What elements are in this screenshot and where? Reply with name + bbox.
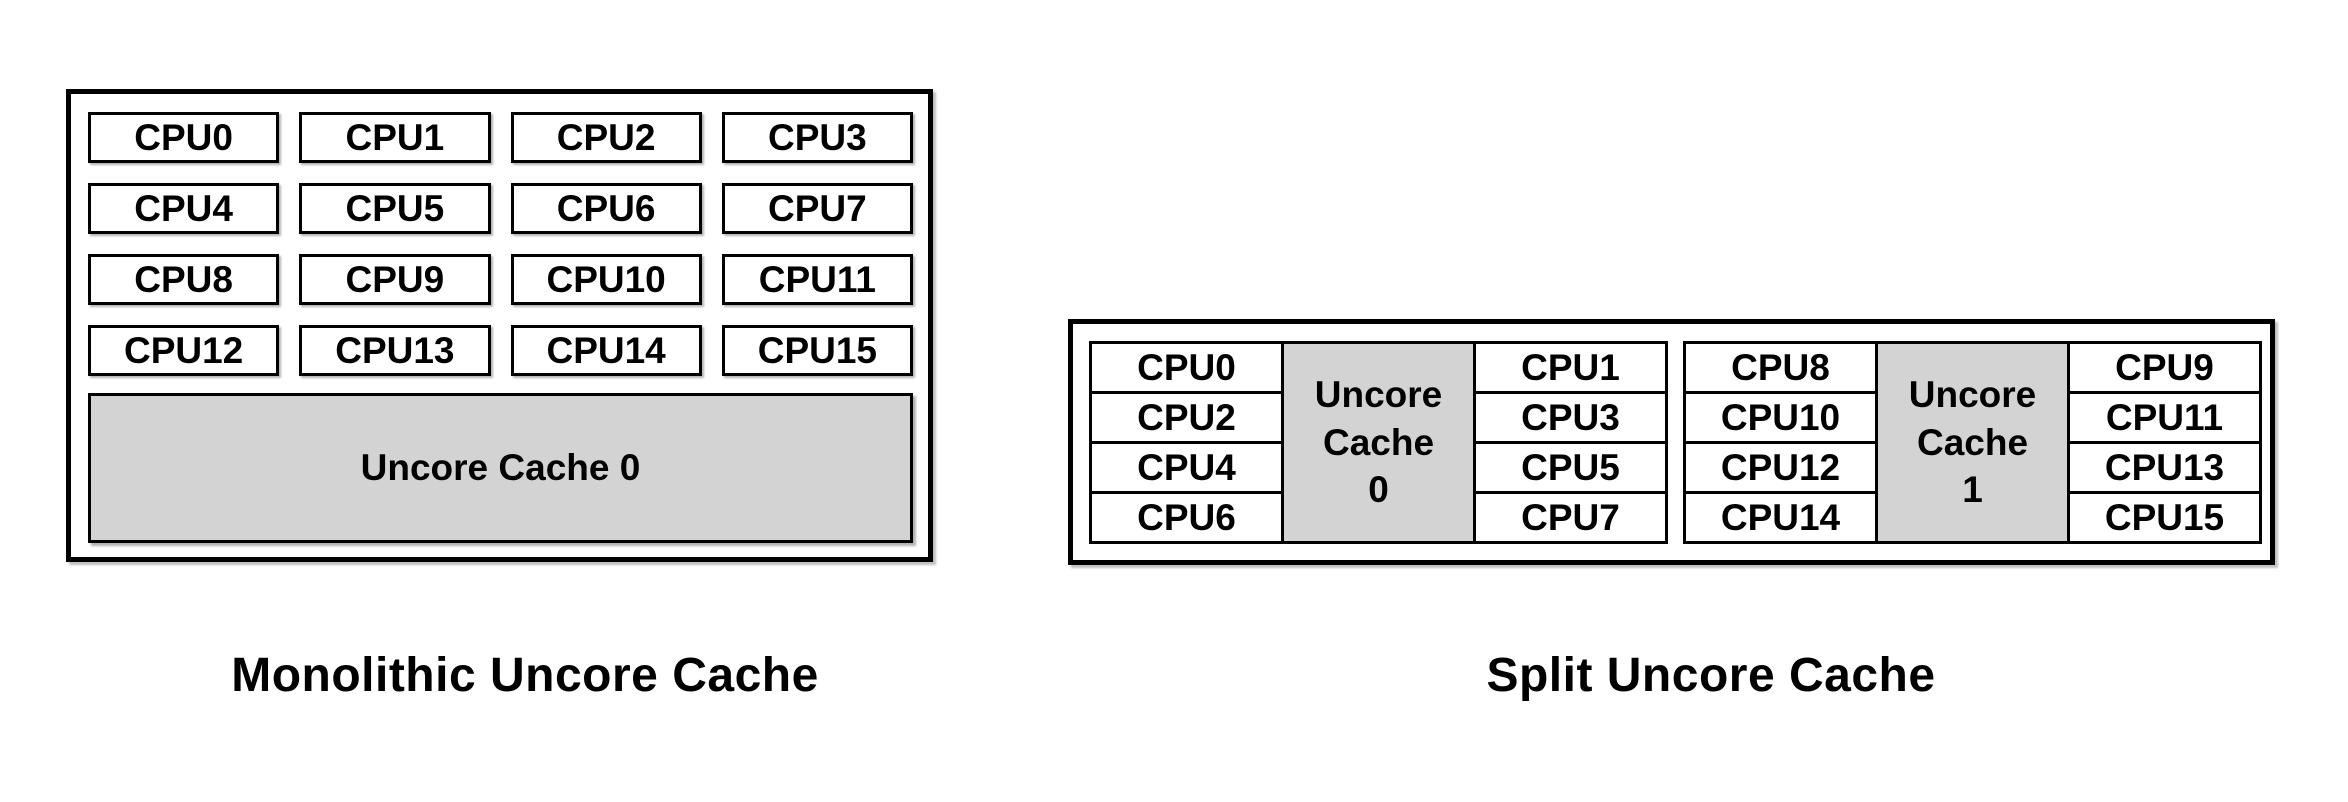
uncore-cache-label-line: 1 bbox=[1962, 469, 1983, 511]
uncore-cache-0-box-monolithic: Uncore Cache 0 bbox=[88, 393, 913, 543]
cpu-box-cpu15: CPU15 bbox=[2070, 494, 2259, 541]
cpu-box-cpu3: CPU3 bbox=[1476, 394, 1665, 441]
uncore-cache-label-line: Uncore bbox=[1908, 374, 2037, 416]
cpu-box-cpu10: CPU10 bbox=[510, 254, 702, 305]
cpu-box-cpu0: CPU0 bbox=[88, 112, 280, 163]
cpu-box-cpu15: CPU15 bbox=[721, 325, 913, 376]
split-diagram: CPU0 CPU2 CPU4 CPU6 Uncore Cache 0 CPU1 … bbox=[1068, 319, 2275, 565]
cpu-box-cpu11: CPU11 bbox=[721, 254, 913, 305]
cpu-box-cpu5: CPU5 bbox=[1476, 444, 1665, 491]
monolithic-diagram: CPU0 CPU1 CPU2 CPU3 CPU4 CPU5 CPU6 CPU7 … bbox=[66, 89, 933, 562]
cpu-box-cpu0: CPU0 bbox=[1092, 344, 1281, 391]
cpu-box-cpu8: CPU8 bbox=[1686, 344, 1875, 391]
cpu-box-cpu14: CPU14 bbox=[1686, 494, 1875, 541]
cpu-box-cpu7: CPU7 bbox=[1476, 494, 1665, 541]
uncore-cache-label-line: 0 bbox=[1368, 469, 1389, 511]
uncore-cache-0-label: Uncore Cache 0 bbox=[360, 447, 641, 488]
cpu-box-cpu2: CPU2 bbox=[1092, 394, 1281, 441]
monolithic-cpu-grid: CPU0 CPU1 CPU2 CPU3 CPU4 CPU5 CPU6 CPU7 … bbox=[88, 112, 913, 376]
cpu-box-cpu9: CPU9 bbox=[299, 254, 491, 305]
cpu-box-cpu13: CPU13 bbox=[2070, 444, 2259, 491]
uncore-cache-1-box: Uncore Cache 1 bbox=[1878, 344, 2067, 541]
uncore-cache-label-line: Cache bbox=[1322, 421, 1435, 463]
cpu-box-cpu8: CPU8 bbox=[88, 254, 280, 305]
cpu-box-cpu1: CPU1 bbox=[1476, 344, 1665, 391]
cpu-box-cpu12: CPU12 bbox=[88, 325, 280, 376]
cpu-box-cpu6: CPU6 bbox=[1092, 494, 1281, 541]
cpu-box-cpu6: CPU6 bbox=[510, 183, 702, 234]
cpu-box-cpu1: CPU1 bbox=[299, 112, 491, 163]
cpu-box-cpu5: CPU5 bbox=[299, 183, 491, 234]
cpu-box-cpu3: CPU3 bbox=[721, 112, 913, 163]
cpu-box-cpu7: CPU7 bbox=[721, 183, 913, 234]
split-cluster-1: CPU8 CPU10 CPU12 CPU14 Uncore Cache 1 CP… bbox=[1683, 341, 2262, 544]
cpu-box-cpu2: CPU2 bbox=[510, 112, 702, 163]
cpu-box-cpu11: CPU11 bbox=[2070, 394, 2259, 441]
monolithic-caption: Monolithic Uncore Cache bbox=[231, 649, 819, 702]
cpu-box-cpu9: CPU9 bbox=[2070, 344, 2259, 391]
cpu-box-cpu12: CPU12 bbox=[1686, 444, 1875, 491]
uncore-cache-0-box: Uncore Cache 0 bbox=[1284, 344, 1473, 541]
cpu-box-cpu10: CPU10 bbox=[1686, 394, 1875, 441]
uncore-cache-label-line: Cache bbox=[1916, 421, 2029, 463]
cpu-box-cpu4: CPU4 bbox=[88, 183, 280, 234]
split-caption: Split Uncore Cache bbox=[1486, 649, 1936, 702]
split-cluster-0: CPU0 CPU2 CPU4 CPU6 Uncore Cache 0 CPU1 … bbox=[1089, 341, 1668, 544]
cpu-box-cpu4: CPU4 bbox=[1092, 444, 1281, 491]
cpu-box-cpu14: CPU14 bbox=[510, 325, 702, 376]
cpu-box-cpu13: CPU13 bbox=[299, 325, 491, 376]
uncore-cache-label-line: Uncore bbox=[1314, 374, 1443, 416]
